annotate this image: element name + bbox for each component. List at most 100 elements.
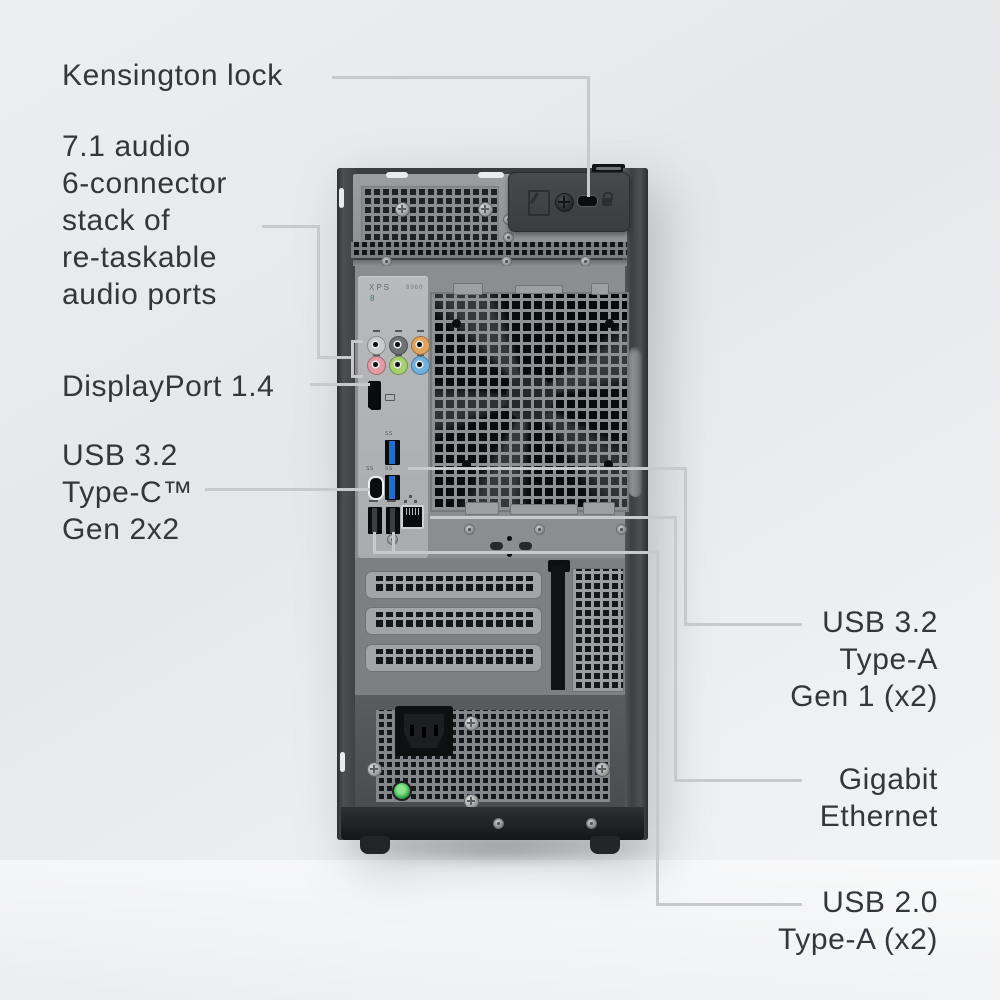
power-pin (422, 727, 426, 738)
fan-screw (604, 460, 613, 469)
panel-separator (353, 260, 627, 266)
document-icon (528, 190, 550, 216)
callout-line-audio (351, 375, 363, 378)
callout-line-usb-20 (373, 551, 659, 554)
power-inlet (395, 706, 453, 756)
mic-in-icon (373, 354, 380, 356)
c14-connector (404, 714, 444, 748)
center-sub-icon (395, 330, 402, 332)
callout-line-ethernet (674, 779, 802, 782)
slot-retention-bracket (551, 566, 565, 690)
screw-icon (464, 716, 479, 731)
desktop-tower-rear: XPS 8960 8 SS SS SS (337, 164, 648, 856)
label-gigabit-ethernet: Gigabit Ethernet (819, 763, 938, 833)
callout-line-audio (262, 225, 320, 228)
top-vent-panel (353, 172, 627, 244)
fan-grille (430, 292, 629, 512)
line-out-icon (395, 354, 402, 356)
grille-clip (591, 283, 609, 295)
vent-slot (478, 172, 504, 178)
usb2-icon (369, 500, 378, 502)
case-foot (590, 836, 620, 854)
grille-clip (515, 285, 563, 294)
callout-line-audio (351, 340, 354, 378)
screw-icon (595, 762, 610, 777)
rear-out-icon (373, 330, 380, 332)
callout-line-audio (317, 225, 320, 359)
power-pin (410, 725, 414, 736)
audio-jack-center-sub (389, 336, 408, 355)
callout-line-usb-a (408, 467, 687, 470)
edge-slot (339, 188, 344, 208)
security-screw-icon (555, 193, 574, 212)
callout-line-ethernet (674, 516, 677, 782)
fan-screw (605, 319, 614, 328)
floor-highlight (0, 860, 1000, 1000)
screw-icon (586, 818, 597, 829)
audio-jack-mic-in (367, 356, 386, 375)
psu-grille (376, 710, 610, 802)
psu-section (355, 695, 625, 809)
screw-icon (493, 818, 504, 829)
edge-slot (340, 752, 345, 772)
grille-clip (583, 502, 615, 515)
screw-icon (616, 524, 627, 535)
label-usb-20: USB 2.0 Type-A (x2) (778, 886, 938, 956)
callout-line-audio (351, 340, 363, 343)
vent-oval (490, 542, 503, 550)
psu-status-led (392, 781, 412, 801)
io-panel: XPS 8960 8 SS SS SS (358, 276, 430, 558)
expansion-slot-cover (365, 571, 542, 599)
badge-text: 8 (370, 294, 377, 303)
power-pin (434, 725, 438, 736)
usb-ss-marking: SS (385, 466, 393, 472)
audio-jack-line-in (411, 356, 430, 375)
callout-line-usb-20 (656, 551, 659, 906)
audio-jack-rear-out (367, 336, 386, 355)
perforation-strip (351, 242, 627, 258)
usb2-type-a-port-2 (386, 507, 400, 534)
usb3-type-a-port-2 (385, 475, 400, 500)
label-kensington-lock: Kensington lock (62, 59, 283, 92)
label-usb-a: USB 3.2 Type-A Gen 1 (x2) (790, 606, 938, 713)
label-usb-c: USB 3.2 Type-C™ Gen 2x2 (62, 439, 193, 546)
expansion-slot-cover (365, 607, 542, 635)
side-handle (629, 347, 642, 497)
expansion-slot-section (355, 558, 625, 695)
case-bottom-edge (341, 807, 644, 840)
callout-line-usb-a (684, 623, 802, 626)
usb-ss-marking: SS (385, 431, 393, 437)
label-displayport: DisplayPort 1.4 (62, 370, 275, 403)
fan-screw (462, 460, 471, 469)
usb-c-port (368, 476, 384, 500)
expansion-slot-cover (365, 644, 542, 672)
callout-line-usb-c (205, 488, 370, 491)
usb2-type-a-port-1 (368, 507, 382, 534)
callout-line-usb-a (684, 467, 687, 626)
usb3-type-a-port-1 (385, 440, 400, 465)
screw-icon (367, 762, 382, 777)
grille-clip (453, 283, 483, 295)
screw-icon (534, 524, 545, 535)
fan-screw (452, 319, 461, 328)
lock-icon (602, 192, 613, 206)
brand-text: XPS (369, 283, 392, 292)
audio-jack-side-out (411, 336, 430, 355)
callout-line-usb-20 (373, 532, 376, 554)
callout-line-audio (317, 356, 354, 359)
callout-line-kensington (332, 76, 590, 79)
callout-line-usb-20 (656, 903, 802, 906)
psu-vent-grille (361, 186, 499, 244)
vent-slot (386, 172, 408, 178)
ethernet-icon (409, 495, 412, 498)
kensington-lock-plate (508, 172, 630, 232)
grille-clip (510, 504, 578, 515)
callout-line-kensington (587, 76, 590, 197)
side-vent-grille (572, 568, 624, 692)
callout-line-usb-20 (392, 532, 395, 554)
side-out-icon (417, 330, 424, 332)
screw-icon (464, 794, 479, 809)
callout-line-displayport (310, 383, 370, 386)
vent-dot (507, 536, 512, 541)
